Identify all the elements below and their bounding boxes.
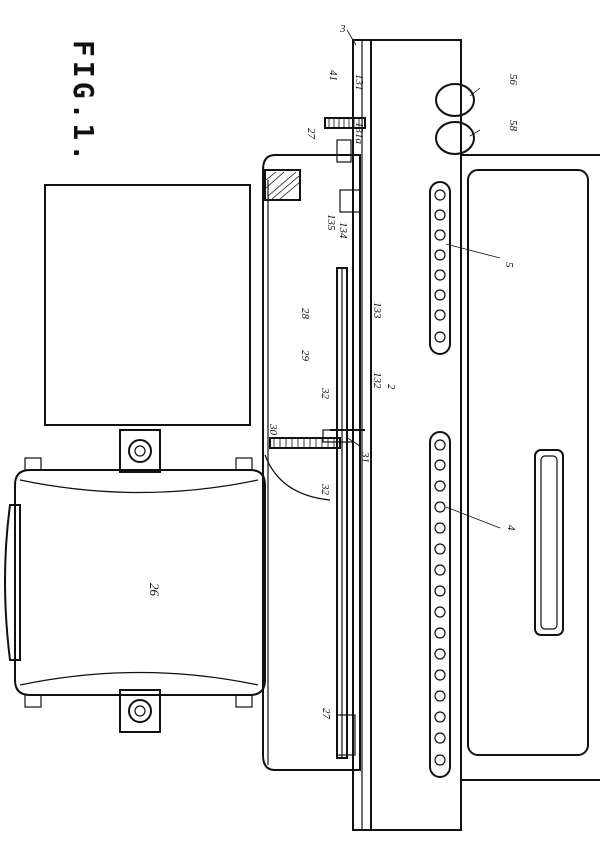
display-window: [467, 169, 589, 756]
label-31: 31: [359, 451, 371, 463]
lamp-row-4: [429, 431, 451, 778]
lower-housing: [461, 154, 600, 781]
label-58: 58: [507, 120, 519, 132]
label-133: 133: [371, 302, 383, 319]
knob-58: [435, 121, 475, 155]
label-131a: 131a: [353, 122, 365, 145]
label-27-bottom: 27: [320, 708, 332, 720]
gear-30: [269, 429, 365, 449]
label-131: 131: [353, 74, 365, 91]
figure-title: FIG.1.: [67, 40, 100, 165]
label-30: 30: [267, 423, 279, 436]
label-4: 4: [505, 525, 517, 531]
label-5: 5: [503, 262, 515, 268]
label-28: 28: [299, 308, 311, 320]
label-32-upper: 32: [319, 387, 331, 400]
label-56: 56: [507, 74, 519, 86]
label-132: 132: [371, 372, 383, 389]
upper-box: [44, 184, 251, 426]
front-panel: [370, 39, 462, 831]
label-2: 2: [385, 384, 397, 390]
knob-56: [435, 83, 475, 117]
label-29: 29: [299, 350, 311, 362]
label-134: 134: [337, 222, 349, 239]
end-bracket-27: [336, 714, 356, 756]
label-135: 135: [325, 214, 337, 231]
label-27-top: 27: [305, 128, 317, 140]
lamp-row-5: [429, 181, 451, 355]
part-134: [339, 189, 361, 213]
motor-26: [4, 457, 266, 708]
mounting-lug-lower: [119, 689, 161, 733]
mounting-lug-upper: [119, 429, 161, 473]
label-26: 26: [147, 583, 162, 597]
label-41: 41: [327, 70, 339, 81]
gear-41: [324, 117, 366, 213]
cabinet: [352, 39, 600, 831]
rack-assembly: [322, 267, 356, 759]
label-32-lower: 32: [319, 483, 331, 496]
label-3: 3: [339, 23, 346, 35]
card-slot: [534, 449, 564, 636]
mechanism-housing: [262, 154, 361, 771]
